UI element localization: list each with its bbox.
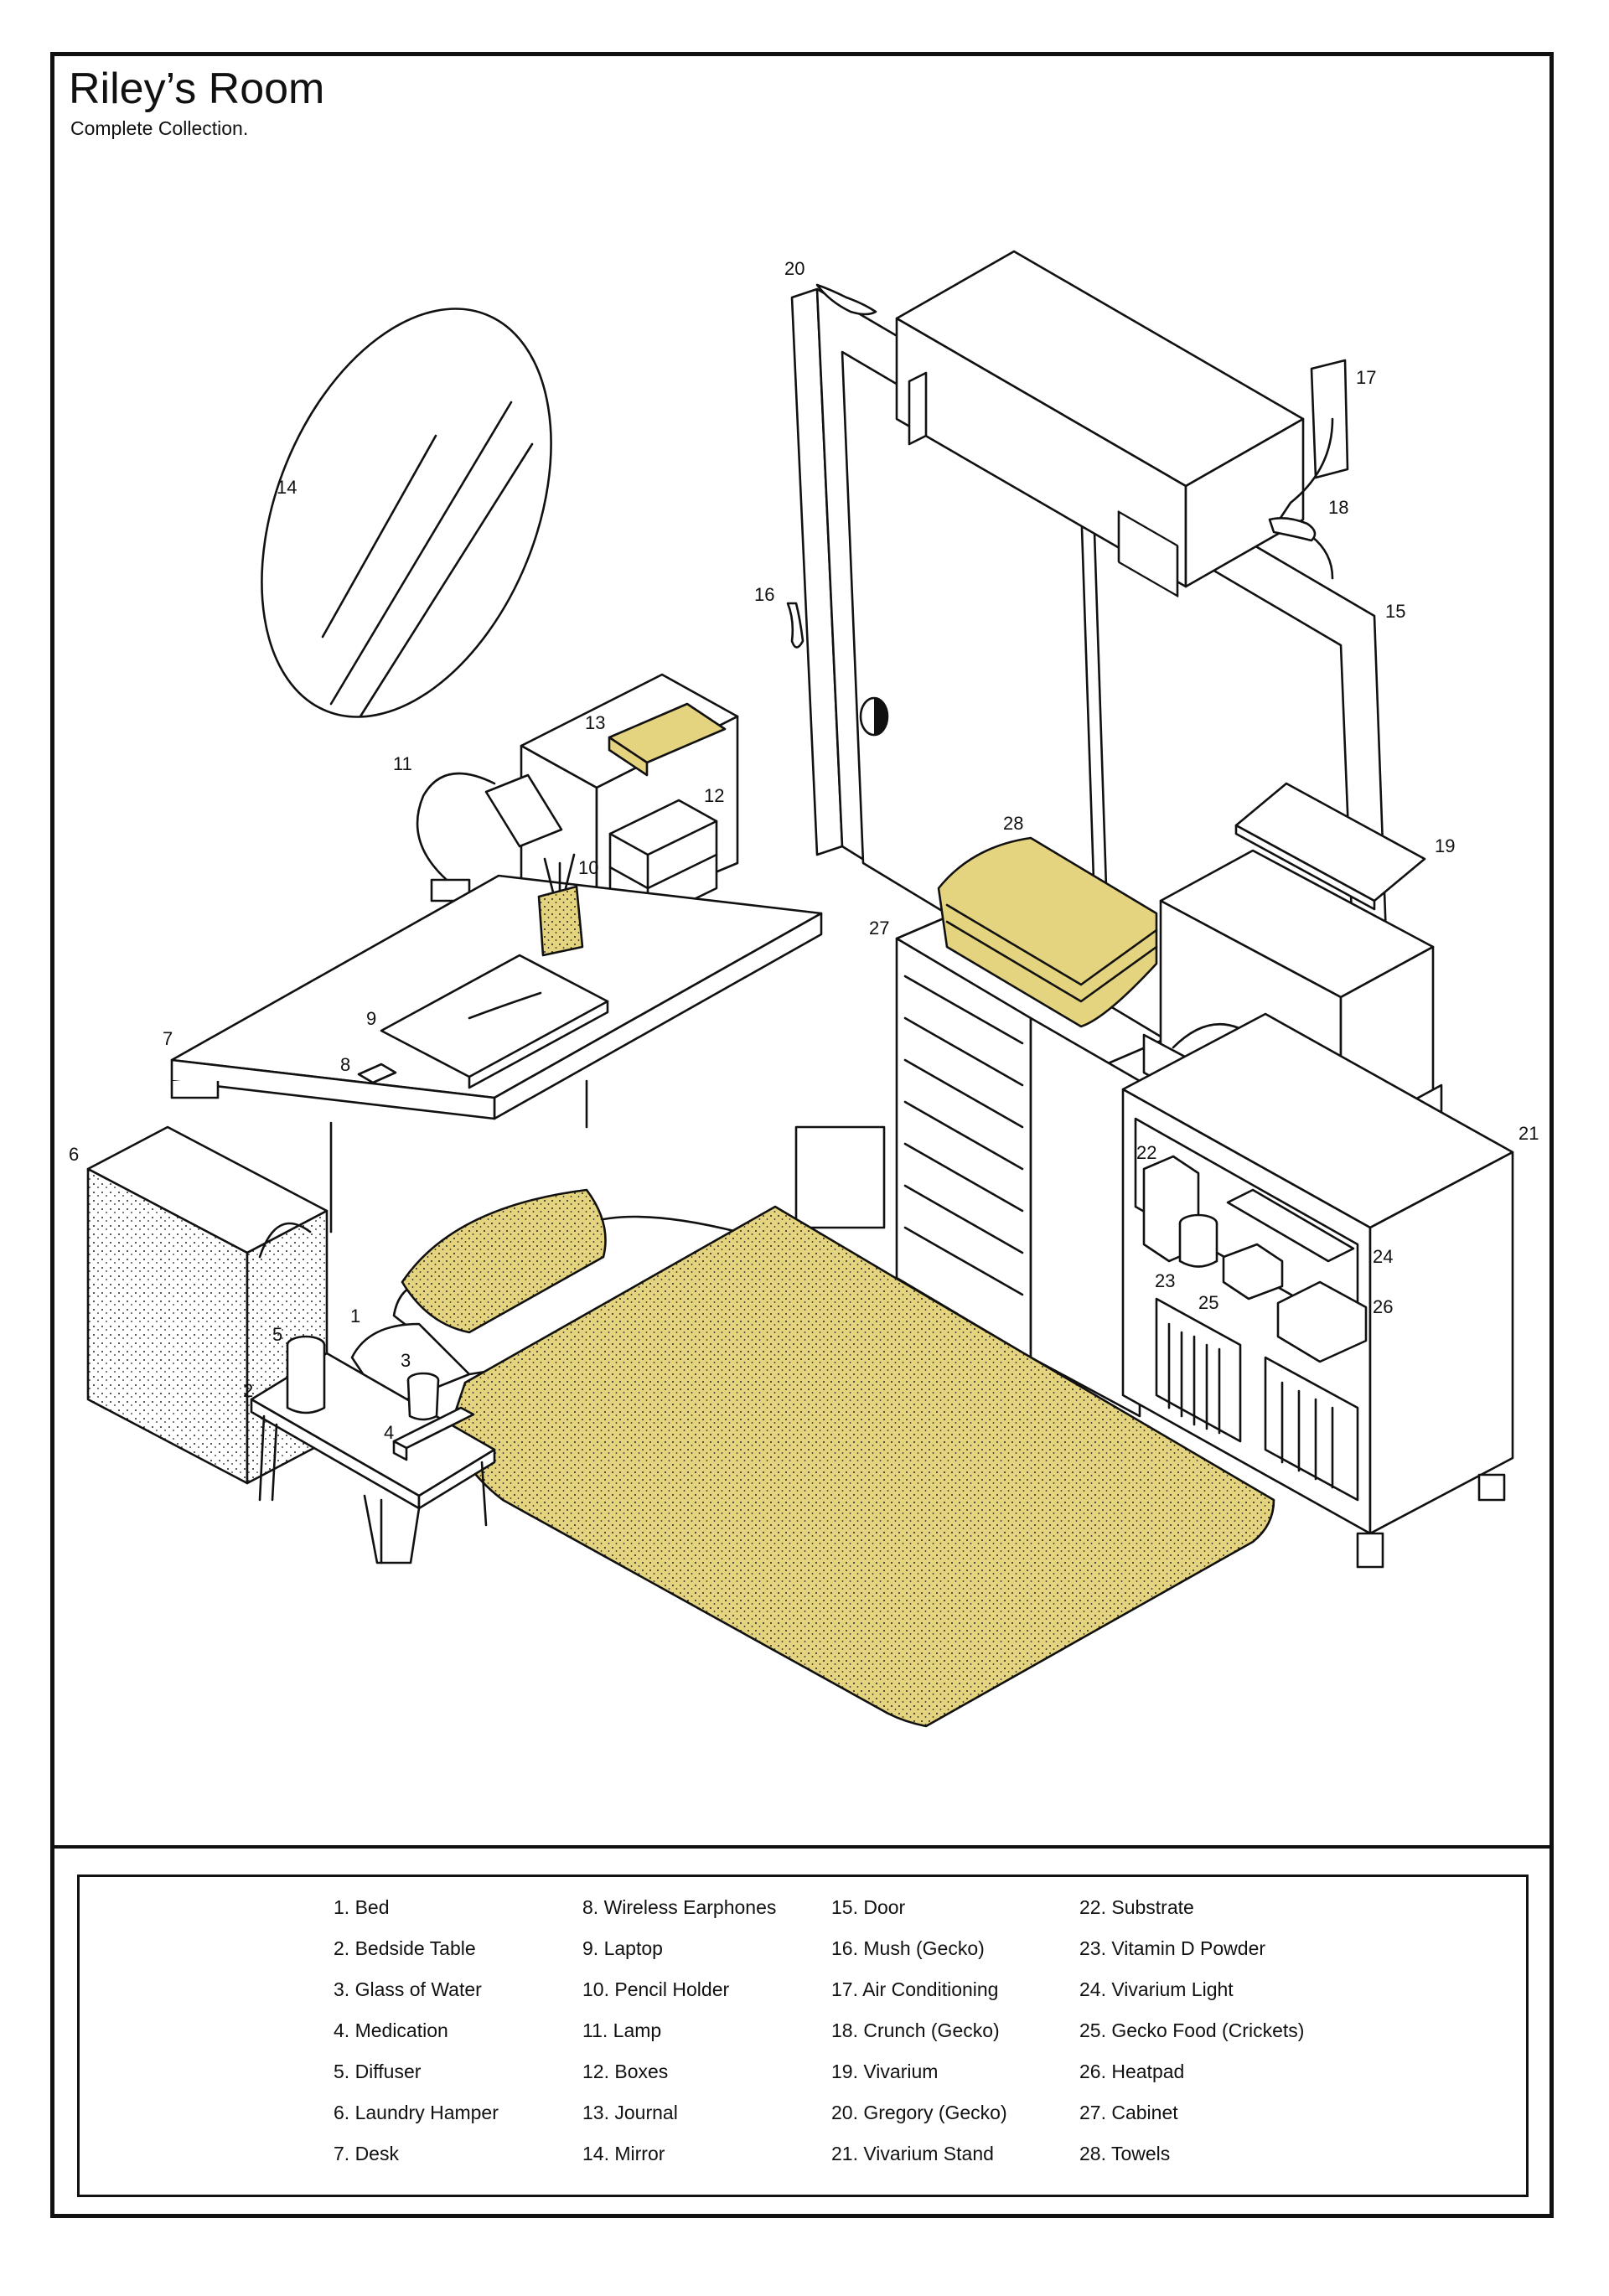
room-illustration: 1 2 3 4 5 6 7 8 9 10 11 12 13 14 15 16 1… <box>69 250 1539 1728</box>
callout-4: 4 <box>384 1422 394 1443</box>
legend-column-3: 15. Door 16. Mush (Gecko) 17. Air Condit… <box>831 1895 1083 2183</box>
page-title: Riley’s Room <box>69 65 325 113</box>
wireless-earphones <box>357 1063 397 1084</box>
bed <box>350 1188 1275 1728</box>
callout-28: 28 <box>1003 813 1023 834</box>
legend-item: 11. Lamp <box>582 2019 662 2041</box>
page-subtitle: Complete Collection. <box>70 117 249 139</box>
legend-item: 18. Crunch (Gecko) <box>831 2019 1000 2041</box>
callout-5: 5 <box>272 1324 282 1345</box>
legend-item: 8. Wireless Earphones <box>582 1896 777 1918</box>
gecko-mush <box>786 602 804 649</box>
legend-column-2: 8. Wireless Earphones 9. Laptop 10. Penc… <box>582 1895 834 2183</box>
callout-9: 9 <box>366 1008 376 1029</box>
legend-item: 27. Cabinet <box>1079 2102 1178 2123</box>
legend-item: 12. Boxes <box>582 2061 669 2082</box>
lamp <box>416 772 563 902</box>
gecko-food-crickets <box>1222 1243 1284 1301</box>
towels <box>937 836 1158 1028</box>
legend-item: 2. Bedside Table <box>334 1937 476 1959</box>
callout-17: 17 <box>1356 367 1376 388</box>
page-frame <box>50 52 1554 2218</box>
callout-11: 11 <box>393 753 412 774</box>
callout-2: 2 <box>243 1380 253 1401</box>
legend-item: 26. Heatpad <box>1079 2061 1185 2082</box>
legend-item: 24. Vivarium Light <box>1079 1978 1234 2000</box>
vitamin-d-powder <box>1178 1213 1218 1268</box>
callout-18: 18 <box>1328 497 1348 518</box>
callout-3: 3 <box>401 1350 411 1371</box>
callout-16: 16 <box>754 584 774 605</box>
legend-item: 13. Journal <box>582 2102 678 2123</box>
legend-column-4: 22. Substrate 23. Vitamin D Powder 24. V… <box>1079 1895 1331 2183</box>
legend-item: 1. Bed <box>334 1896 390 1918</box>
legend-column-1: 1. Bed 2. Bedside Table 3. Glass of Wate… <box>334 1895 585 2183</box>
legend-item: 20. Gregory (Gecko) <box>831 2102 1007 2123</box>
mirror <box>261 308 552 718</box>
legend-box <box>77 1875 1529 2197</box>
legend-item: 7. Desk <box>334 2143 399 2164</box>
legend-item: 5. Diffuser <box>334 2061 422 2082</box>
journal <box>608 702 727 777</box>
callout-13: 13 <box>585 712 605 733</box>
gecko-crunch <box>1268 517 1317 542</box>
callout-26: 26 <box>1373 1296 1393 1317</box>
legend-item: 3. Glass of Water <box>334 1978 482 2000</box>
legend-item: 14. Mirror <box>582 2143 665 2164</box>
callout-14: 14 <box>277 477 297 498</box>
pencil-holder <box>537 853 584 957</box>
callout-21: 21 <box>1518 1123 1539 1144</box>
legend-item: 4. Medication <box>334 2019 448 2041</box>
callout-20: 20 <box>784 258 804 279</box>
callout-24: 24 <box>1373 1246 1393 1267</box>
legend-item: 17. Air Conditioning <box>831 1978 999 2000</box>
glass-of-water <box>406 1372 440 1421</box>
legend-item: 22. Substrate <box>1079 1896 1194 1918</box>
callout-23: 23 <box>1155 1270 1175 1291</box>
gecko-gregory <box>815 283 877 316</box>
heatpad <box>1276 1280 1368 1363</box>
callout-25: 25 <box>1198 1292 1218 1313</box>
legend-item: 6. Laundry Hamper <box>334 2102 499 2123</box>
callout-12: 12 <box>704 785 724 806</box>
section-divider <box>50 1845 1554 1849</box>
callout-19: 19 <box>1435 835 1455 856</box>
callout-27: 27 <box>869 918 889 939</box>
medication <box>392 1406 475 1461</box>
legend-item: 28. Towels <box>1079 2143 1171 2164</box>
callout-8: 8 <box>340 1054 350 1075</box>
callout-22: 22 <box>1136 1142 1156 1163</box>
air-conditioning <box>895 250 1349 597</box>
diffuser <box>286 1335 326 1414</box>
callout-6: 6 <box>69 1144 79 1165</box>
callout-7: 7 <box>163 1028 173 1049</box>
callout-1: 1 <box>350 1306 360 1326</box>
vivarium-light <box>1226 1188 1355 1263</box>
laptop <box>380 954 609 1089</box>
callout-15: 15 <box>1385 601 1405 622</box>
callout-10: 10 <box>578 857 598 878</box>
legend-item: 25. Gecko Food (Crickets) <box>1079 2019 1305 2041</box>
legend-item: 19. Vivarium <box>831 2061 939 2082</box>
legend-item: 10. Pencil Holder <box>582 1978 730 2000</box>
legend-item: 15. Door <box>831 1896 906 1918</box>
legend-item: 21. Vivarium Stand <box>831 2143 994 2164</box>
legend-item: 16. Mush (Gecko) <box>831 1937 985 1959</box>
legend-item: 23. Vitamin D Powder <box>1079 1937 1266 1959</box>
legend-item: 9. Laptop <box>582 1937 663 1959</box>
